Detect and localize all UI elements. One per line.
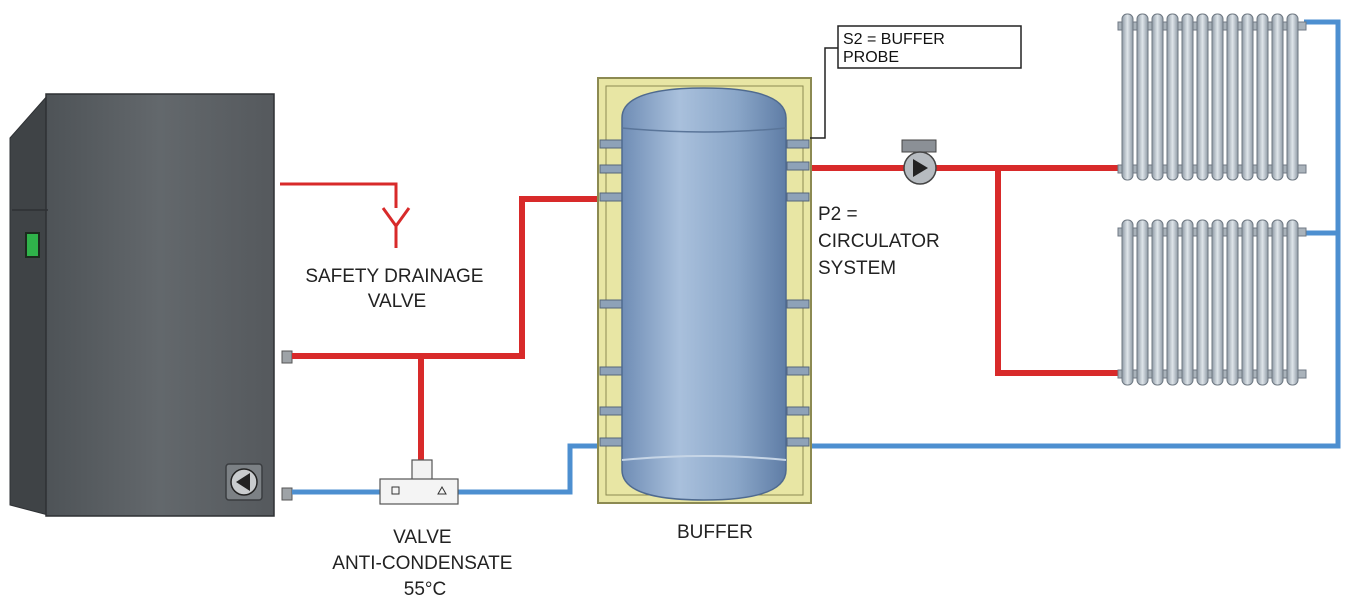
green-indicator-icon [25, 232, 40, 258]
buffer-vessel [621, 87, 787, 501]
buffer-label: BUFFER [677, 522, 753, 543]
buffer-top-seam [621, 127, 787, 133]
probe-leader [810, 47, 838, 139]
flow-pipe [292, 196, 604, 359]
boiler-side-panel [9, 93, 49, 516]
safety-valve-pipe [280, 182, 398, 208]
boiler-outlet-top [281, 350, 293, 364]
anti-condensate-valve [379, 459, 459, 505]
return-pipe-buffer [456, 443, 604, 495]
probe-label: S2 = BUFFER PROBE [843, 31, 949, 66]
supply-branch-pipe [995, 168, 1126, 376]
hot-pipes [280, 165, 1126, 464]
pump-icon [901, 139, 937, 185]
boiler-outlet-bottom [281, 487, 293, 501]
anti-condensate-label: VALVE ANTI-CONDENSATE 55°C [332, 527, 517, 600]
radiator-top [1117, 13, 1307, 181]
probe-label-box: S2 = BUFFER PROBE [837, 25, 1022, 69]
buffer-tank [597, 77, 812, 504]
radiator-bottom [1117, 219, 1307, 386]
cold-pipes [292, 19, 1341, 495]
buffer-bottom-seam [621, 455, 787, 461]
boiler-body [45, 93, 275, 517]
y-valve-icon [381, 207, 411, 248]
boiler [9, 93, 293, 517]
pump-icon [225, 463, 263, 501]
buffer-studs [599, 139, 810, 447]
safety-valve-label: SAFETY DRAINAGE VALVE [305, 266, 488, 312]
circulator-label: P2 = CIRCULATOR SYSTEM [818, 204, 945, 279]
